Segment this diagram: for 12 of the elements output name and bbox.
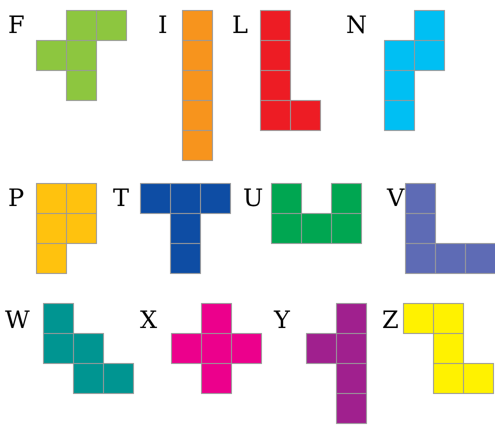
letter-label: Z — [382, 305, 399, 335]
letter-label: P — [8, 183, 24, 213]
letter-label: F — [8, 10, 25, 40]
letter-label: Y — [274, 305, 290, 335]
letter-label: T — [113, 183, 130, 213]
letter-label: N — [346, 10, 367, 40]
letter-label: X — [140, 305, 158, 335]
letter-label: U — [243, 183, 264, 213]
letter-label: V — [387, 183, 404, 213]
letter-label: W — [5, 305, 30, 335]
letter-label: L — [232, 10, 248, 40]
letter-label: I — [158, 10, 168, 40]
